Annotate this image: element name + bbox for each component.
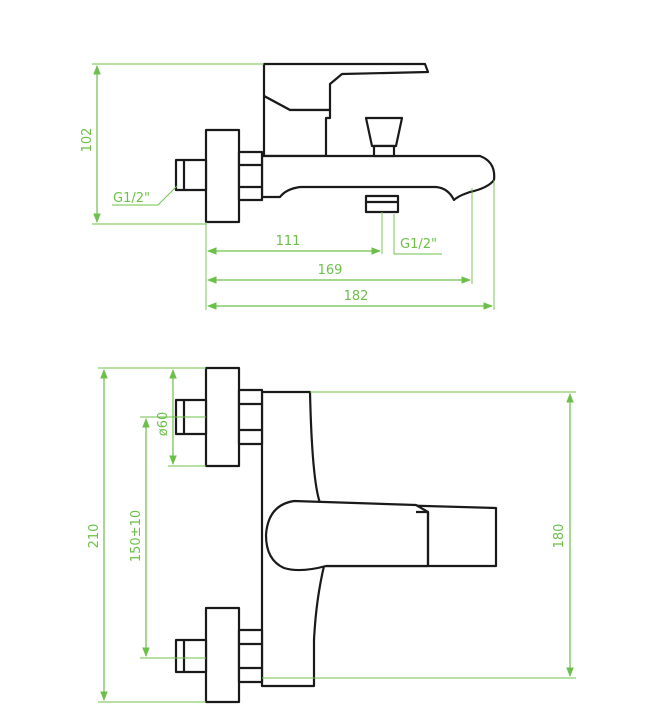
- dim-111-label: 111: [276, 234, 301, 249]
- overall-width-label: 210: [87, 524, 102, 549]
- inlet-thread-label: G1/2": [113, 191, 150, 206]
- diameter-label: ø60: [156, 412, 171, 437]
- diverter-stem: [372, 144, 396, 158]
- diverter-knob: [364, 116, 404, 148]
- dim-169-label: 169: [318, 263, 343, 278]
- upper-wall-flange: [204, 366, 241, 468]
- inlet-pipe: [174, 158, 208, 192]
- upper-nut: [237, 388, 264, 446]
- connection-nut: [237, 150, 264, 202]
- depth-label: 180: [552, 524, 567, 549]
- height-dimension-label: 102: [80, 128, 95, 153]
- spacing-label: 150±10: [129, 510, 144, 562]
- outlet-thread-label: G1/2": [400, 237, 437, 252]
- lower-nut: [237, 628, 264, 684]
- top-view: 210 150±10 ø60 180: [87, 366, 576, 704]
- handle-lever: [262, 62, 430, 112]
- bottom-outlet: [364, 194, 400, 214]
- top-lever-knob: [264, 499, 430, 572]
- dim-182-label: 182: [344, 289, 369, 304]
- side-view: 102 G1/2" G1/2" 111 169 182: [80, 62, 496, 310]
- wall-flange: [204, 128, 241, 224]
- mixer-body: [260, 154, 496, 202]
- lower-wall-flange: [204, 606, 241, 704]
- lower-inlet-pipe: [174, 638, 208, 674]
